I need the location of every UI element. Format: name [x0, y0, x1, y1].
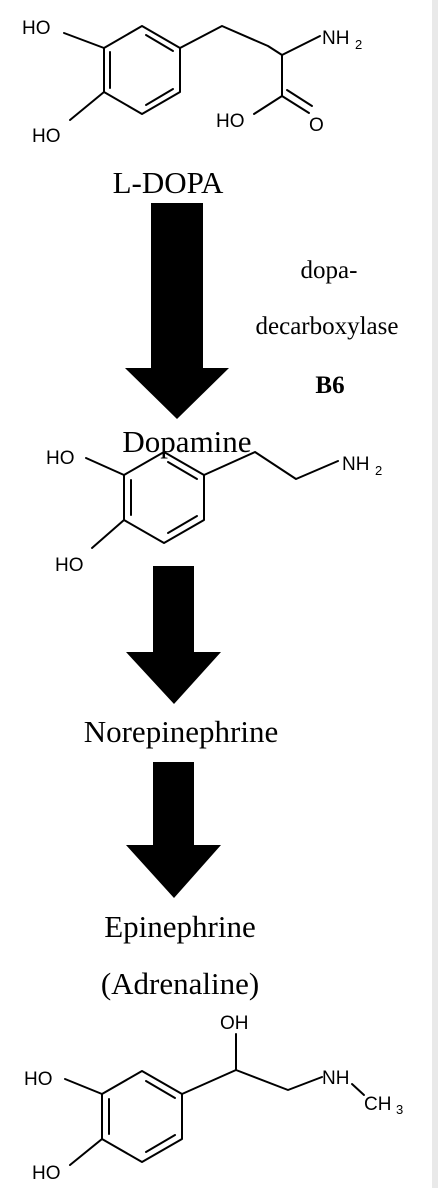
epinephrine-ch3-label: CH	[364, 1094, 391, 1115]
dopamine-ho-bottom: HO	[55, 555, 84, 576]
dopamine-benzene-ring	[123, 451, 205, 544]
arrow-norepinephrine-to-epinephrine	[126, 762, 221, 898]
epinephrine-ch3-subscript: 3	[396, 1102, 403, 1117]
dopamine-ho-top: HO	[46, 448, 75, 469]
epinephrine-name: Epinephrine	[104, 909, 256, 944]
enzyme-line2: decarboxylase	[256, 313, 399, 340]
ldopa-nh2-subscript: 2	[355, 37, 362, 52]
arrow-dopamine-to-norepinephrine	[126, 566, 221, 704]
epinephrine-ho-bottom: HO	[32, 1163, 61, 1184]
epinephrine-benzene-ring	[101, 1070, 183, 1163]
ldopa-side-chain	[179, 25, 283, 56]
right-edge	[432, 0, 438, 1188]
epinephrine-nh: NH	[322, 1068, 349, 1089]
arrow-ldopa-to-dopamine	[125, 203, 229, 419]
epinephrine-ho-top: HO	[24, 1069, 53, 1090]
dopamine-side-chain	[203, 451, 339, 480]
enzyme-label: dopa- decarboxylase B6	[256, 257, 399, 399]
enzyme-line1: dopa-	[301, 257, 358, 284]
ldopa-ho-top: HO	[22, 18, 51, 39]
ldopa-oh-bond-bottom	[69, 91, 105, 121]
enzyme-cofactor: B6	[315, 372, 344, 399]
ldopa-benzene-ring	[103, 25, 181, 115]
ldopa-acid-o: O	[309, 115, 324, 136]
ldopa-structure: HO HO NH 2 HO O	[22, 18, 362, 147]
ldopa-oh-bond-top	[63, 32, 105, 49]
ldopa-name: L-DOPA	[113, 165, 224, 200]
epinephrine-oh-bond-bottom	[69, 1138, 103, 1166]
epinephrine-oh: OH	[220, 1013, 249, 1034]
epinephrine-oh-bond-top	[64, 1078, 103, 1095]
dopamine-structure: HO HO NH 2	[46, 448, 382, 576]
norepinephrine-name: Norepinephrine	[84, 714, 279, 749]
dopamine-nh2-label: NH	[342, 454, 369, 475]
dopamine-oh-bond-bottom	[91, 519, 125, 549]
dopamine-nh2-subscript: 2	[375, 463, 382, 478]
dopamine-name: Dopamine	[122, 424, 251, 459]
dopamine-oh-bond-top	[85, 457, 125, 476]
ldopa-nh2-label: NH	[322, 28, 349, 49]
epinephrine-side-chain	[181, 1069, 323, 1095]
ldopa-ho-bottom: HO	[32, 126, 61, 147]
epinephrine-structure: OH HO HO NH CH 3	[24, 1013, 403, 1184]
ldopa-acid-oh: HO	[216, 111, 245, 132]
epinephrine-alt-name: (Adrenaline)	[101, 966, 259, 1001]
